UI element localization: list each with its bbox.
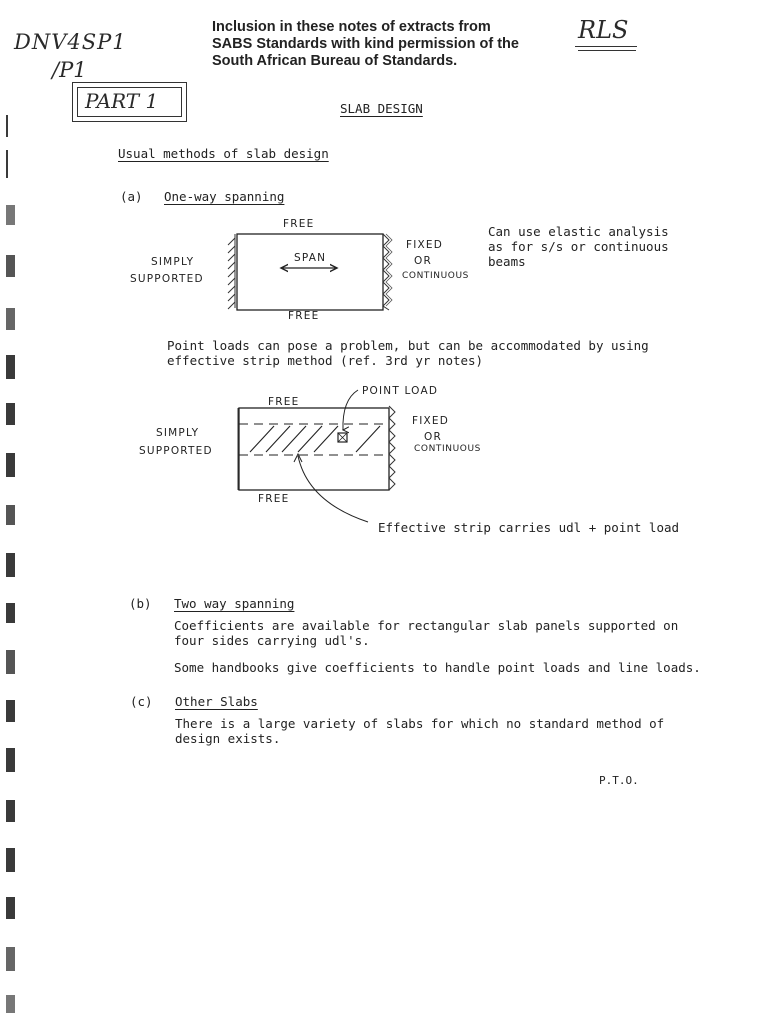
point-load-text-line-2: effective strip method (ref. 3rd yr note… xyxy=(167,353,484,368)
fig2-right-label-1: FIXED xyxy=(412,415,450,427)
initials-underline xyxy=(575,46,637,47)
course-sub: /P1 xyxy=(52,58,87,82)
pto-label: P.T.O. xyxy=(599,774,639,787)
fig1-right-label-1: FIXED xyxy=(406,239,444,251)
other-para-line-2: design exists. xyxy=(175,731,281,746)
marker-c: (c) xyxy=(130,694,153,709)
fig1-right-label-3: CONTINUOUS xyxy=(402,271,469,281)
side-note-line-3: beams xyxy=(488,254,526,269)
side-note-line-2: as for s/s or continuous xyxy=(488,239,669,254)
fig1-left-label-1: SIMPLY xyxy=(151,256,195,268)
fig2-point-load-label: POINT LOAD xyxy=(362,385,439,397)
fig1-bottom-label: FREE xyxy=(288,310,320,322)
one-way-heading: One-way spanning xyxy=(164,189,285,204)
fig2-right-label-3: CONTINUOUS xyxy=(414,444,481,454)
fig2-top-label: FREE xyxy=(268,396,300,408)
two-way-para2: Some handbooks give coefficients to hand… xyxy=(174,660,701,675)
side-note-line-1: Can use elastic analysis xyxy=(488,224,669,239)
marker-b: (b) xyxy=(129,596,152,611)
fig1-span-label: SPAN xyxy=(294,252,327,264)
fig1-top-label: FREE xyxy=(283,218,315,230)
two-way-heading: Two way spanning xyxy=(174,596,295,611)
course-code: DNV4SP1 xyxy=(14,30,127,54)
strip-caption: Effective strip carries udl + point load xyxy=(378,520,680,535)
effective-strip-diagram xyxy=(237,389,396,523)
fig2-left-label-2: SUPPORTED xyxy=(139,445,213,457)
marker-a: (a) xyxy=(120,189,143,204)
initials-underline-2 xyxy=(578,50,636,51)
one-way-slab-diagram xyxy=(227,233,393,311)
two-way-para1-line-2: four sides carrying udl's. xyxy=(174,633,370,648)
fig2-left-label-1: SIMPLY xyxy=(156,427,200,439)
page-title: SLAB DESIGN xyxy=(340,101,423,116)
other-para-line-1: There is a large variety of slabs for wh… xyxy=(175,716,665,731)
part-label: PART 1 xyxy=(85,89,159,113)
permission-notice: Inclusion in these notes of extracts fro… xyxy=(212,19,519,69)
two-way-para1-line-1: Coefficients are available for rectangul… xyxy=(174,618,679,633)
other-slabs-heading: Other Slabs xyxy=(175,694,258,709)
fig2-right-label-2: OR xyxy=(424,431,442,443)
point-load-text-line-1: Point loads can pose a problem, but can … xyxy=(167,338,649,353)
fig2-bottom-label: FREE xyxy=(258,493,290,505)
fig1-right-label-2: OR xyxy=(414,255,432,267)
section-heading: Usual methods of slab design xyxy=(118,146,329,161)
initials: RLS xyxy=(578,16,629,44)
part-stamp: PART 1 xyxy=(72,82,187,122)
fig1-left-label-2: SUPPORTED xyxy=(130,273,204,285)
